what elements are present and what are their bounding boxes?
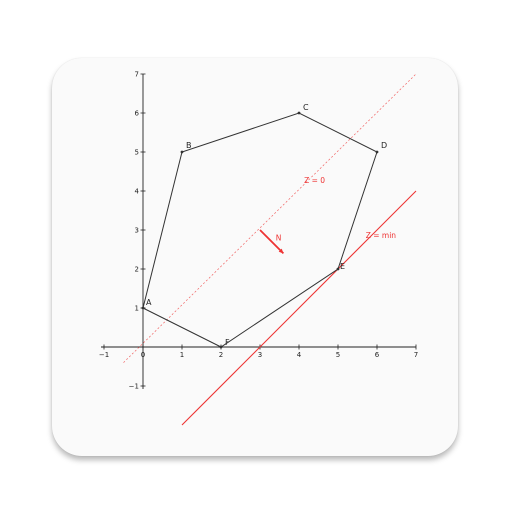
x-tick-label: 3 [258,351,262,359]
normal-vector-arrowhead [278,248,284,254]
x-tick-label: 4 [297,351,302,359]
vertex-point [375,150,379,154]
vertex-point [297,111,301,115]
vertex-point [180,150,184,154]
y-tick-label: 4 [135,188,140,196]
y-tick-label: −1 [129,383,139,391]
x-tick-label: 2 [219,351,223,359]
x-tick-label: 6 [375,351,380,359]
normal-vector-arrow [259,229,285,255]
vertex-label: E [340,262,345,271]
vertex-label: A [146,298,152,307]
vertex-label: D [381,141,387,150]
y-tick-label: 5 [135,149,139,157]
y-tick-label: 3 [135,227,139,235]
objective-line-label: Z = min [366,231,397,240]
x-tick-label: 5 [336,351,340,359]
x-tick-label: 0 [141,351,145,359]
x-tick-label: 7 [414,351,418,359]
objective-line [181,190,417,426]
vertex-point [141,306,145,310]
x-tick-label: −1 [99,351,109,359]
y-tick-label: 7 [135,71,139,79]
objective-line-label: Z = 0 [304,176,325,185]
vertex-label: B [186,141,192,150]
vertex-label: C [303,103,309,112]
y-tick-label: 1 [135,305,139,313]
vertex-point [336,267,340,271]
vertex-point [219,345,223,349]
normal-vector-label: N [276,234,282,243]
y-tick-label: 6 [135,110,140,118]
objective-line [123,73,417,363]
vertex-label: F [225,338,230,347]
y-tick-label: 2 [135,266,139,274]
x-tick-label: 1 [180,351,184,359]
